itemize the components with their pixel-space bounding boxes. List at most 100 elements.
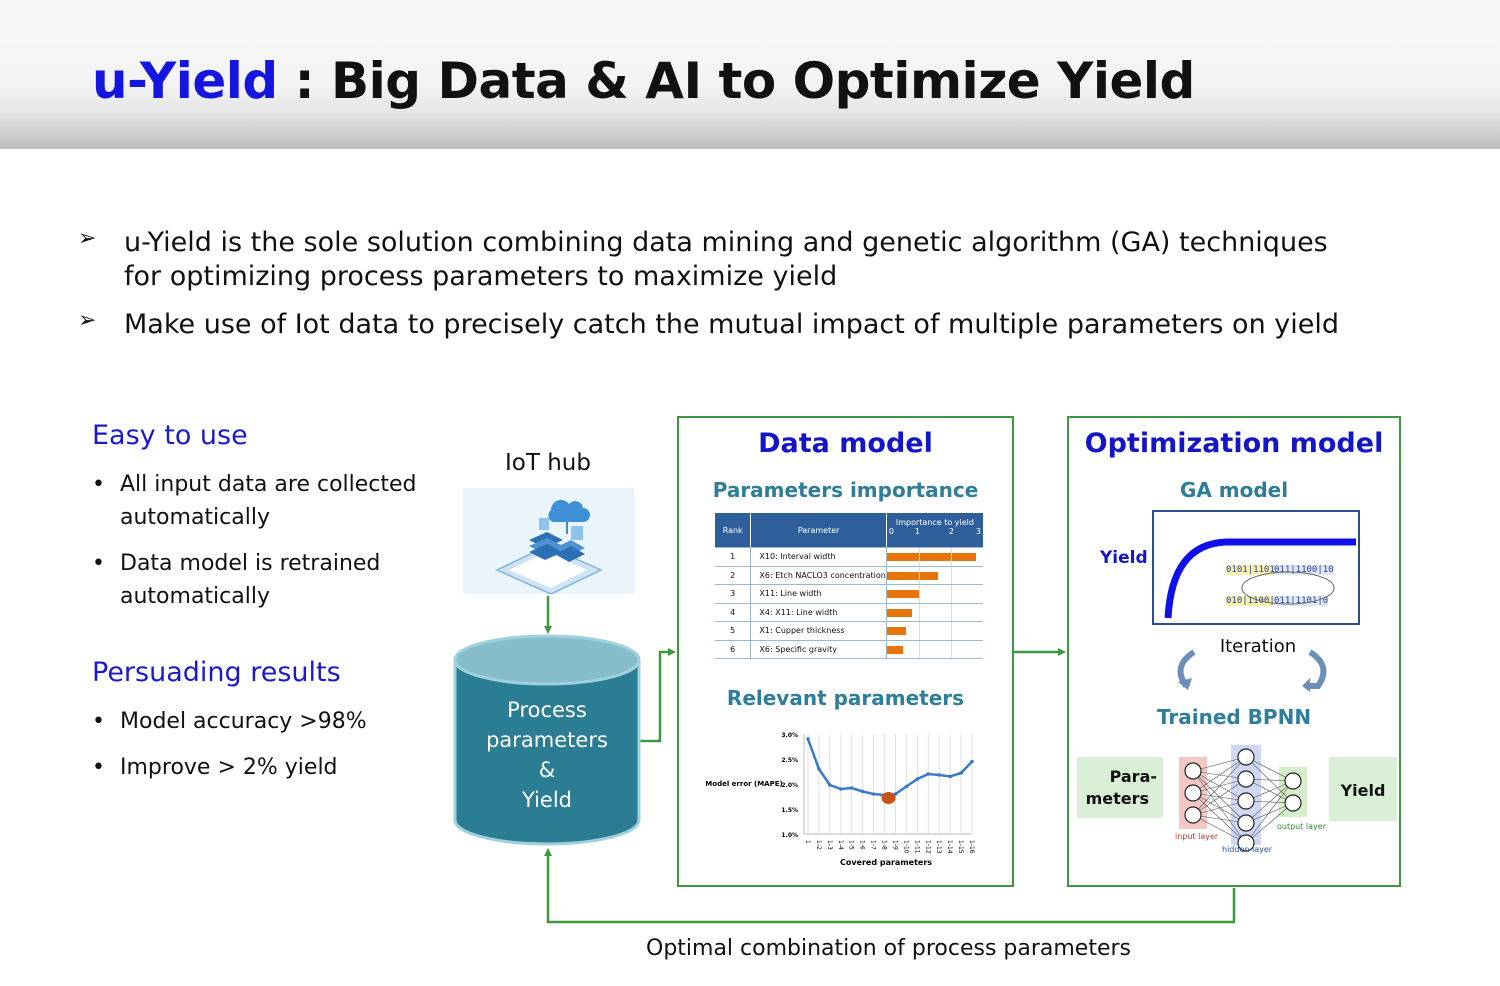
x-tick-label: 1-7 <box>870 840 877 850</box>
param-cell: X6: Specific gravity <box>750 640 887 659</box>
results-item-2-text: Improve > 2% yield <box>120 755 338 780</box>
bullet-2-line1: Make use of Iot data to precisely catch … <box>124 309 1339 340</box>
rank-cell: 6 <box>715 640 752 659</box>
bpnn-title: Trained BPNN <box>1156 705 1312 729</box>
nn-hidden-label: hidden layer <box>1222 845 1273 854</box>
y-tick-label: 1.5% <box>781 807 798 814</box>
data-point <box>926 772 931 776</box>
chromosome-4: 011|1101|0 <box>1274 596 1329 606</box>
arrow-bullet-icon: ➢ <box>78 226 97 251</box>
crossover-loop-icon <box>1241 571 1335 605</box>
db-line-1: Process <box>507 698 587 722</box>
scale-2: 2 <box>948 527 954 536</box>
highlight-point <box>881 792 896 804</box>
nn-edge <box>1192 770 1247 844</box>
nn-node <box>1184 762 1202 780</box>
data-point <box>849 786 854 790</box>
data-point <box>828 783 832 787</box>
scale-3: 3 <box>975 527 981 536</box>
table-header-row: Rank Parameter Importance to yield 0 1 2… <box>715 513 983 548</box>
nn-node <box>1284 772 1302 790</box>
easy-heading: Easy to use <box>92 420 248 451</box>
data-point <box>948 774 952 779</box>
db-to-data-model-arrow <box>640 648 676 743</box>
ga-title: GA model <box>1179 478 1289 502</box>
nn-edge <box>1192 756 1247 772</box>
iteration-arrows-icon <box>1177 649 1327 692</box>
grid-line <box>918 566 920 584</box>
params-input-box: Para- meters <box>1077 757 1163 818</box>
yield-output-box: Yield <box>1329 757 1397 821</box>
nn-node <box>1237 814 1255 832</box>
db-line-2: parameters <box>486 728 608 752</box>
nn-node <box>1184 784 1202 802</box>
x-tick-label: 1-8 <box>881 840 888 850</box>
grid-line <box>918 603 920 621</box>
grid-line <box>918 640 920 658</box>
cloud-icon <box>548 500 590 522</box>
nn-node <box>1237 748 1255 766</box>
data-point <box>893 792 898 796</box>
importance-bar <box>886 645 903 654</box>
y-axis-label: Model error (MAPE) <box>706 780 783 788</box>
nn-node <box>1284 794 1302 812</box>
params-line-1: Para- <box>1109 767 1157 786</box>
nn-input-label: input layer <box>1175 832 1219 841</box>
nn-edge <box>1192 800 1247 816</box>
importance-title: Parameters importance <box>712 478 979 502</box>
importance-bar <box>886 590 921 598</box>
x-tick-label: 1-10 <box>902 840 909 854</box>
y-tick-label: 1.0% <box>781 832 798 839</box>
x-tick-label: 1-6 <box>859 840 866 850</box>
x-tick-label: 1-9 <box>891 840 898 850</box>
chromosome-3: 010|1100|10 <box>1226 596 1286 606</box>
iot-hub-label: IoT hub <box>505 450 591 476</box>
data-point <box>817 767 821 771</box>
easy-item-1-line1: All input data are collected <box>120 472 417 497</box>
importance-table: Rank Parameter Importance to yield 0 1 2… <box>715 513 983 659</box>
results-heading: Persuading results <box>92 657 341 688</box>
ga-yield-label: Yield <box>1100 548 1148 568</box>
grid-line <box>950 585 952 603</box>
data-point <box>860 789 865 794</box>
nn-edge <box>1245 802 1294 844</box>
data-point <box>904 784 909 789</box>
grid-line <box>918 548 920 566</box>
x-tick-label: 1-13 <box>935 840 942 854</box>
nn-node <box>1237 792 1255 810</box>
param-cell: X11: Line width <box>750 584 887 604</box>
nn-edge <box>1192 778 1247 816</box>
easy-item-2-line2: automatically <box>120 584 270 609</box>
x-axis-label: Covered parameters <box>840 858 932 867</box>
x-tick-label: 1-5 <box>848 840 855 850</box>
database-cylinder <box>453 634 641 846</box>
bullet-dot-icon: • <box>92 755 105 780</box>
importance-cell <box>886 584 983 604</box>
importance-cell <box>886 621 983 641</box>
importance-bar <box>886 627 907 635</box>
y-tick-label: 2.5% <box>781 757 798 764</box>
relevant-title: Relevant parameters <box>726 686 965 710</box>
importance-cell <box>886 547 983 567</box>
x-tick-label: 1-16 <box>968 840 975 854</box>
series-line <box>806 738 973 797</box>
x-tick-label: 1-14 <box>946 840 953 854</box>
scale-0: 0 <box>888 527 894 536</box>
server-stack-icon <box>529 532 585 562</box>
bullet-1-line2: for optimizing process parameters to max… <box>124 261 838 292</box>
nn-node <box>1237 834 1255 852</box>
x-tick-label: 1-11 <box>913 840 920 854</box>
nn-edge <box>1192 792 1247 844</box>
chromosome-2: 011|1100|10 <box>1274 565 1334 575</box>
data-point <box>839 787 843 791</box>
db-line-3: & <box>538 758 556 782</box>
rank-cell: 5 <box>715 621 752 641</box>
col-param-header: Parameter <box>750 513 887 548</box>
opt-model-box <box>1067 416 1401 887</box>
